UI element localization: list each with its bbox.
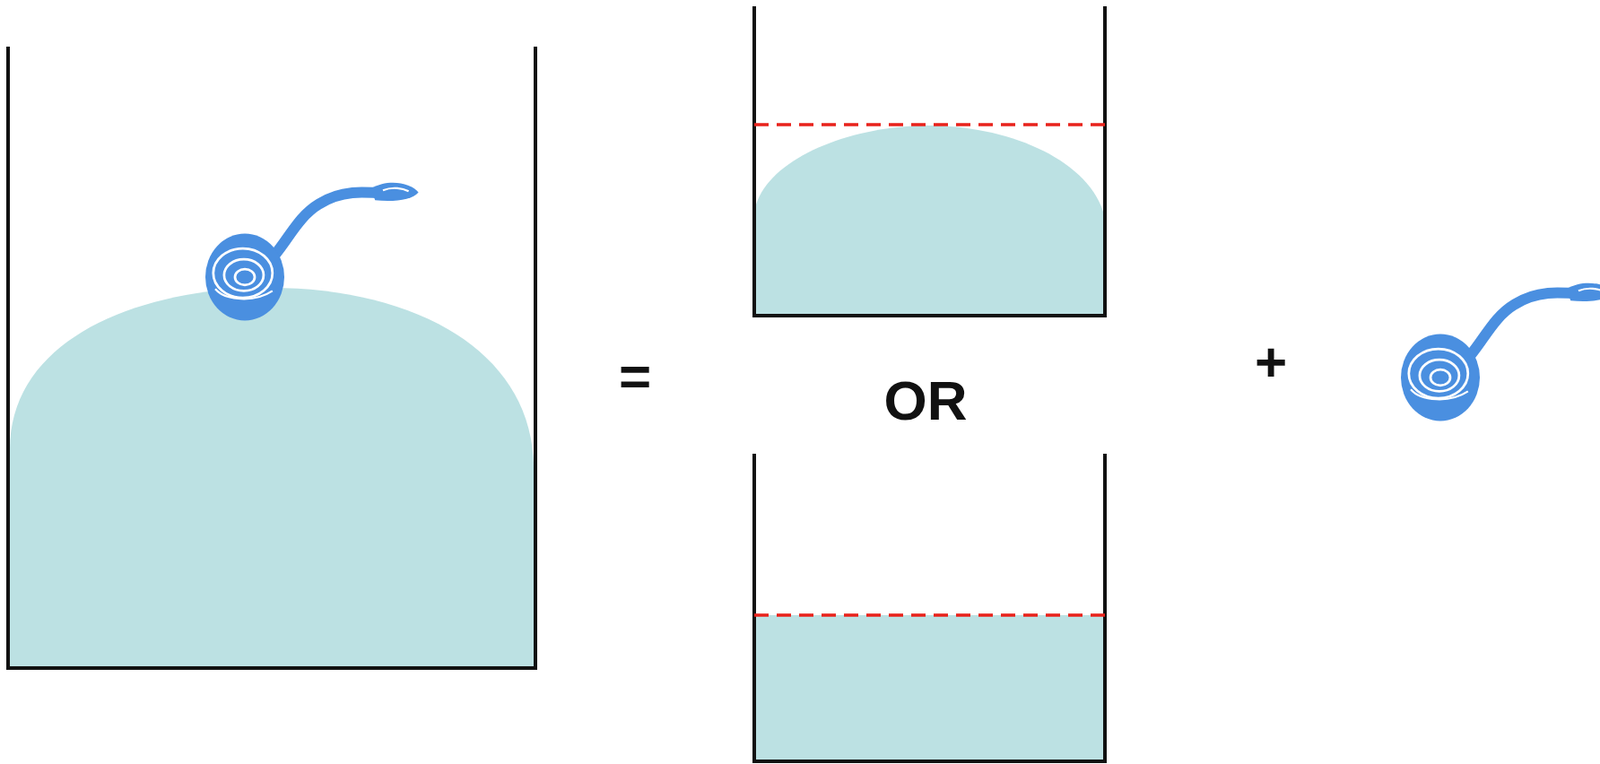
plus-sign: + <box>1254 334 1287 391</box>
beaker <box>754 6 1105 316</box>
water-dome <box>756 125 1104 314</box>
water-flat <box>756 615 1104 760</box>
water-dome <box>9 287 534 669</box>
ladle <box>1400 283 1600 422</box>
beaker <box>754 453 1105 762</box>
equals-sign: = <box>618 348 652 405</box>
ladle <box>205 182 419 322</box>
level-line <box>754 122 1105 127</box>
level-line <box>754 613 1105 618</box>
beaker <box>8 46 536 669</box>
or-word: OR <box>884 373 968 429</box>
